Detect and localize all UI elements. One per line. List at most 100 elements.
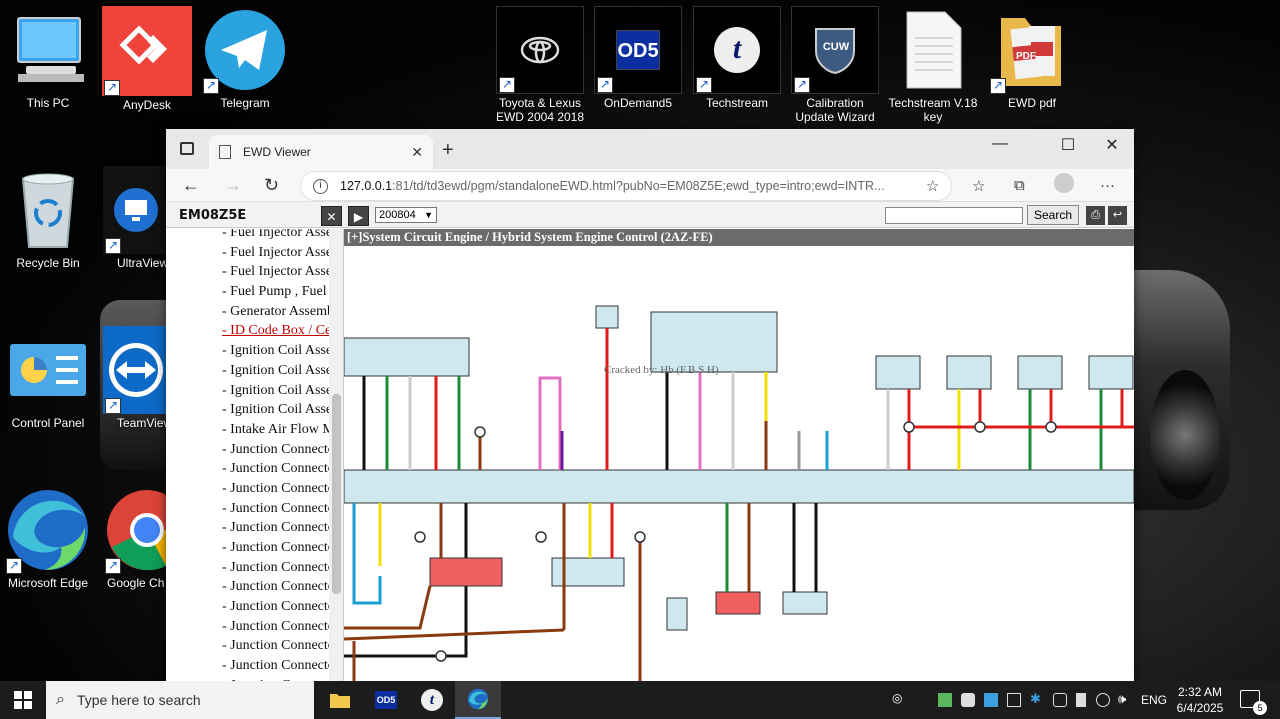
desktop-icon-recycle-bin[interactable]: Recycle Bin [0, 166, 96, 270]
desktop-icon-ewd-pdf[interactable]: PDF ↗ EWD pdf [984, 6, 1080, 110]
minimize-button[interactable]: — [992, 135, 1008, 152]
new-tab-button[interactable]: + [442, 139, 454, 161]
desktop-icon-ondemand5[interactable]: OD5 ↗ OnDemand5 [590, 6, 686, 110]
component-list-item[interactable]: - Junction Connector [222, 618, 340, 634]
component-list-item[interactable]: - Ignition Coil Assembly [222, 343, 343, 359]
search-input[interactable] [885, 207, 1023, 224]
component-list-item[interactable]: - Junction Connector [222, 638, 340, 654]
component-list-item[interactable]: - Junction Connector [222, 599, 340, 615]
component-list-item[interactable]: - Junction Connector [222, 676, 343, 681]
component-list-item[interactable]: - Junction Connector [222, 461, 340, 477]
component-list-item[interactable]: - Fuel Injector Assembly [222, 244, 343, 260]
taskbar-search-input[interactable]: ⌕ Type here to search [46, 681, 314, 719]
desktop-icon-this-pc[interactable]: This PC [0, 6, 96, 110]
add-favorite-icon[interactable]: ☆ [926, 178, 940, 195]
close-window-button[interactable]: ✕ [1105, 137, 1119, 154]
sidebar-scroll-thumb[interactable] [332, 394, 341, 594]
device-tray-icon[interactable] [1007, 693, 1021, 707]
desktop-icon-telegram[interactable]: ↗ Telegram [197, 6, 293, 110]
volume-icon[interactable]: 🕪 [1118, 691, 1127, 706]
component-list-item[interactable]: - Junction Connector [222, 500, 340, 516]
component-list-item[interactable]: - Fuel Pump , Fuel Pump Resistor [222, 284, 343, 300]
notification-icon[interactable]: 5 [1240, 690, 1267, 715]
desktop-icon-label: Calibration Update Wizard [795, 96, 875, 124]
component-list-item[interactable]: - ID Code Box / Certification ECU [222, 323, 343, 339]
desktop-icon-label: OnDemand5 [603, 96, 673, 110]
address-bar-row: ← → ↻ i 127.0.0.1:81/td/td3ewd/pgm/stand… [166, 169, 1134, 202]
date-select[interactable]: 200804▼ [375, 207, 437, 223]
component-list-item[interactable]: - Ignition Coil Assembly [222, 402, 343, 418]
component-list-item[interactable]: - Generator Assembly [222, 303, 344, 319]
desktop-icon-control-panel[interactable]: Control Panel [0, 326, 96, 430]
security-tray-icon[interactable] [961, 693, 975, 707]
tab-close-icon[interactable]: ✕ [411, 143, 423, 160]
diagram-title-bar: [+]System Circuit Engine / Hybrid System… [344, 229, 1134, 246]
globe-network-icon[interactable] [1096, 693, 1110, 707]
url-host: 127.0.0.1 [340, 179, 393, 193]
expand-toggle[interactable]: [+] [347, 230, 363, 244]
wiring-diagram[interactable]: Cracked by: Hb (F.B.S.H) [344, 246, 1134, 681]
taskbar-techstream[interactable]: t [409, 681, 455, 719]
document-icon [889, 6, 977, 94]
forward-arrow-icon[interactable]: → [224, 175, 242, 195]
back-arrow-icon[interactable]: ← [182, 175, 200, 195]
component-list-item[interactable]: - Ignition Coil Assembly [222, 382, 343, 398]
telegram-icon: ↗ [201, 6, 289, 94]
lexus-tray-icon[interactable]: ◎ [892, 691, 903, 705]
search-button[interactable]: Search [1027, 205, 1079, 225]
taskbar-file-explorer[interactable] [317, 681, 363, 719]
component-list-item[interactable]: - Junction Connector [222, 559, 340, 575]
collections-icon[interactable]: ⧉ [1014, 177, 1025, 194]
component-list-item[interactable]: - Fuel Injector Assembly [222, 229, 343, 240]
maximize-button[interactable]: ☐ [1060, 137, 1076, 154]
bluetooth-icon[interactable]: ✱ [1030, 691, 1041, 706]
refresh-icon[interactable]: ↻ [264, 175, 280, 195]
desktop-icon-edge[interactable]: ↗ Microsoft Edge [0, 486, 96, 590]
component-list-item[interactable]: - Junction Connector [222, 520, 340, 536]
component-list-item[interactable]: - Junction Connector [222, 579, 340, 595]
desktop-icon-anydesk[interactable]: ↗ AnyDesk [99, 6, 195, 112]
shortcut-arrow-icon: ↗ [499, 77, 515, 93]
start-button[interactable] [0, 681, 46, 719]
taskbar-ondemand5[interactable]: OD5 [363, 681, 409, 719]
shortcut-arrow-icon: ↗ [203, 78, 219, 94]
tab-actions-icon[interactable] [180, 142, 194, 155]
desktop-icon-label: This PC [26, 96, 70, 110]
next-button[interactable]: ▶ [348, 206, 369, 226]
desktop-icon-calibration-update[interactable]: CUW ↗ Calibration Update Wizard [787, 6, 883, 124]
taskbar-edge[interactable] [455, 681, 501, 719]
language-indicator[interactable]: ENG [1141, 693, 1168, 707]
desktop-icon-techstream-key[interactable]: Techstream V.18 key [885, 6, 981, 124]
tab-ewd-viewer[interactable]: EWD Viewer ✕ [209, 135, 433, 169]
desktop-icon-label: UltraViewer [117, 256, 179, 270]
tab-bar: EWD Viewer ✕ + — ☐ ✕ [166, 129, 1134, 169]
component-list-item[interactable]: - Junction Connector [222, 540, 340, 555]
more-menu-icon[interactable]: ··· [1100, 177, 1115, 194]
component-list-item[interactable]: - Fuel Injector Assembly [222, 264, 343, 280]
shortcut-arrow-icon: ↗ [794, 77, 810, 93]
url-field[interactable]: i 127.0.0.1:81/td/td3ewd/pgm/standaloneE… [300, 171, 952, 201]
profile-avatar-icon[interactable] [1054, 173, 1074, 193]
print-icon[interactable]: ⎙ [1086, 206, 1105, 225]
component-list-item[interactable]: - Intake Air Flow Meter [222, 421, 344, 437]
network-app-tray-icon[interactable] [984, 693, 998, 707]
camera-tray-icon[interactable] [1053, 693, 1067, 707]
clock[interactable]: 2:32 AM 6/4/2025 [1168, 684, 1232, 716]
return-icon[interactable]: ↩ [1108, 206, 1127, 225]
favorites-icon[interactable]: ☆ [972, 178, 986, 195]
desktop-icon-ultraviewer[interactable]: ↗ UltraViewer [99, 166, 195, 270]
battery-icon[interactable] [1076, 693, 1086, 707]
component-list-item[interactable]: - Junction Connector [222, 480, 340, 496]
component-list-item[interactable]: - Junction Connector [222, 658, 340, 674]
desktop-icon-toyota-ewd[interactable]: ↗ Toyota & Lexus EWD 2004 2018 [492, 6, 588, 124]
component-box [650, 311, 778, 373]
clock-time: 2:32 AM [1177, 685, 1223, 699]
desktop-icon-techstream[interactable]: t ↗ Techstream [689, 6, 785, 110]
component-list-item[interactable]: - Ignition Coil Assembly [222, 362, 343, 378]
component-list-item[interactable]: - Junction Connector [222, 441, 340, 457]
nvidia-tray-icon[interactable] [938, 693, 952, 707]
close-panel-button[interactable]: ✕ [321, 206, 342, 226]
teamviewer-icon: ↗ [103, 326, 169, 414]
page-icon [219, 145, 231, 159]
info-icon[interactable]: i [313, 178, 328, 194]
